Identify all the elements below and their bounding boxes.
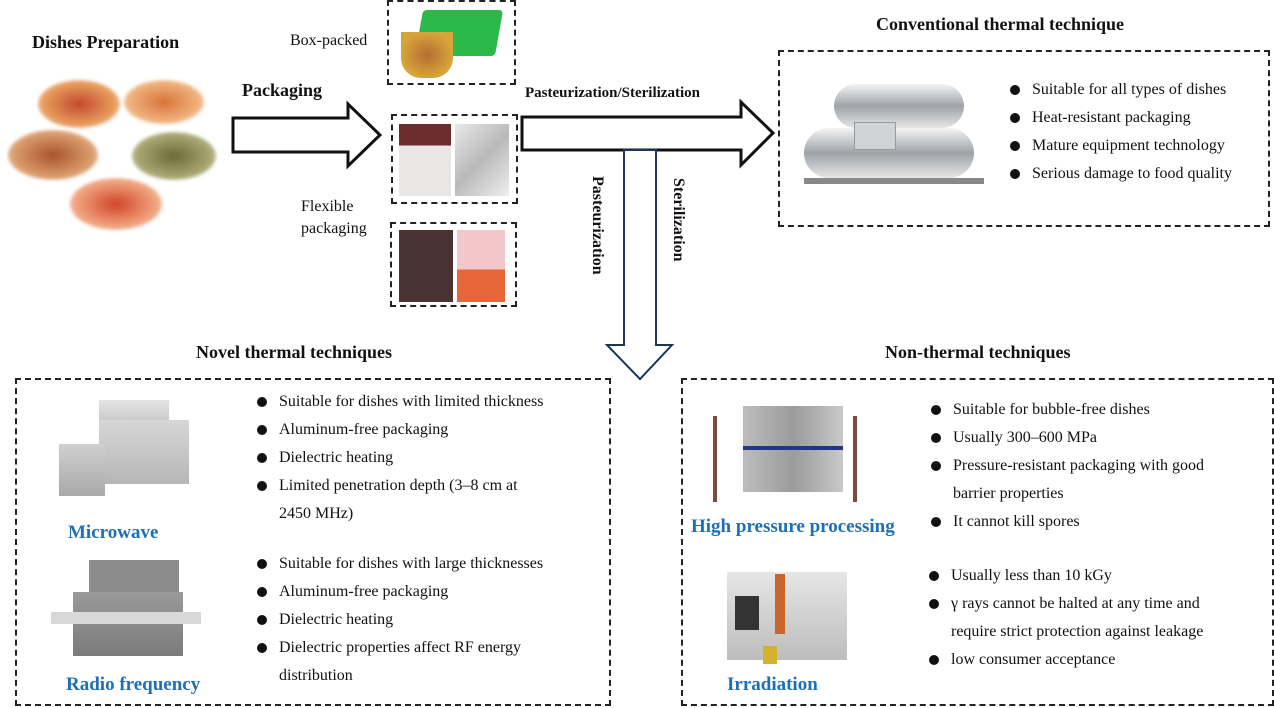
bullet-item: Heat-resistant packaging: [1010, 104, 1232, 132]
bullet-item: Suitable for dishes with large thickness…: [257, 550, 543, 578]
hpp-label: High pressure processing: [691, 516, 895, 537]
bullet-item: Dielectric heating: [257, 606, 543, 634]
bullet-item: Dielectric heating: [257, 444, 543, 472]
retort-sterilizer-image: [794, 78, 990, 198]
main-process-arrow: [520, 98, 776, 169]
bullet-item: γ rays cannot be halted at any time and: [929, 590, 1203, 618]
main-arrow-label: Pasteurization/Sterilization: [525, 85, 700, 101]
flexible-label-line2: packaging: [301, 220, 367, 237]
bullet-item: Suitable for all types of dishes: [1010, 76, 1232, 104]
bullet-item: Usually less than 10 kGy: [929, 562, 1203, 590]
microwave-image: [53, 398, 195, 514]
box-packed-frame: [387, 0, 516, 85]
microwave-label: Microwave: [68, 522, 159, 543]
packaging-arrow: [231, 100, 383, 170]
bullet-item-continuation: 2450 MHz): [279, 505, 354, 522]
irradiation-image: [713, 562, 863, 672]
pouch-image-2: [455, 124, 509, 196]
conventional-bullets: Suitable for all types of dishes Heat-re…: [1010, 76, 1232, 188]
microwave-bullets: Suitable for dishes with limited thickne…: [257, 388, 543, 528]
radio-frequency-image: [51, 558, 201, 662]
irradiation-bullets: Usually less than 10 kGy γ rays cannot b…: [929, 562, 1203, 674]
bullet-item: Usually 300–600 MPa: [931, 424, 1204, 452]
hpp-bullets: Suitable for bubble-free dishes Usually …: [931, 396, 1204, 536]
down-process-arrow: [604, 149, 675, 381]
pasteurization-label: Pasteurization: [589, 176, 606, 275]
bullet-item: Serious damage to food quality: [1010, 160, 1232, 188]
conventional-box: Suitable for all types of dishes Heat-re…: [778, 50, 1270, 227]
flexible-pack-frame-2: [390, 222, 517, 307]
bullet-item: Limited penetration depth (3–8 cm at: [257, 472, 543, 500]
flexible-label-line1: Flexible: [301, 198, 354, 215]
sterilization-label: Sterilization: [670, 178, 687, 262]
bullet-item-continuation: distribution: [279, 667, 353, 684]
non-thermal-title: Non-thermal techniques: [885, 342, 1071, 362]
pouch-image-1: [399, 124, 451, 196]
flexible-pack-frame-1: [391, 114, 518, 204]
box-bowl-image: [401, 32, 453, 78]
hpp-image: [703, 402, 863, 506]
radio-frequency-label: Radio frequency: [66, 674, 201, 695]
pouch-image-3: [399, 230, 453, 302]
bullet-item: Pressure-resistant packaging with good: [931, 452, 1204, 480]
novel-box: Microwave Suitable for dishes with limit…: [15, 378, 611, 706]
bullet-item-continuation: barrier properties: [953, 485, 1064, 502]
bullet-item: Dielectric properties affect RF energy: [257, 634, 543, 662]
bullet-item: Aluminum-free packaging: [257, 416, 543, 444]
conventional-title: Conventional thermal technique: [876, 14, 1125, 34]
dishes-title: Dishes Preparation: [32, 32, 180, 52]
non-thermal-box: High pressure processing Suitable for bu…: [681, 378, 1274, 706]
novel-title: Novel thermal techniques: [196, 342, 392, 362]
bullet-item: low consumer acceptance: [929, 646, 1203, 674]
radio-frequency-bullets: Suitable for dishes with large thickness…: [257, 550, 543, 690]
bullet-item: It cannot kill spores: [931, 508, 1204, 536]
bullet-item: Suitable for dishes with limited thickne…: [257, 388, 543, 416]
bullet-item: Suitable for bubble-free dishes: [931, 396, 1204, 424]
bullet-item: Aluminum-free packaging: [257, 578, 543, 606]
pouch-image-4: [457, 230, 505, 302]
packaging-label: Packaging: [242, 80, 323, 100]
bullet-item: Mature equipment technology: [1010, 132, 1232, 160]
box-packed-label: Box-packed: [290, 32, 368, 49]
irradiation-label: Irradiation: [727, 674, 818, 695]
bullet-item-continuation: require strict protection against leakag…: [951, 623, 1204, 640]
